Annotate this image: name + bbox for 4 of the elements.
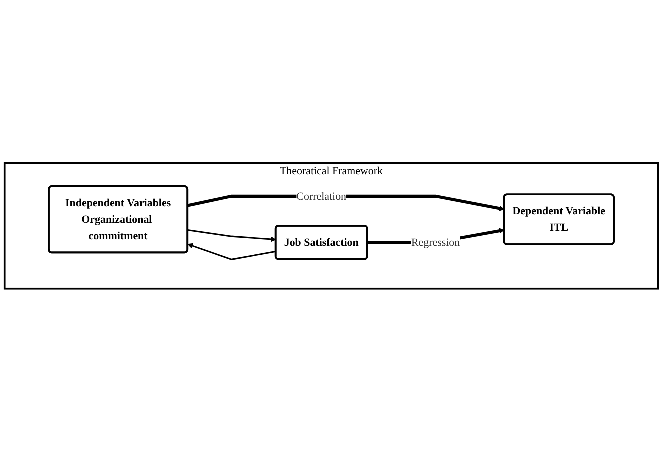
arrow [188, 243, 276, 260]
arrow [188, 230, 276, 242]
edge-label: Correlation [296, 190, 347, 202]
edge-label: Regression [411, 236, 460, 248]
